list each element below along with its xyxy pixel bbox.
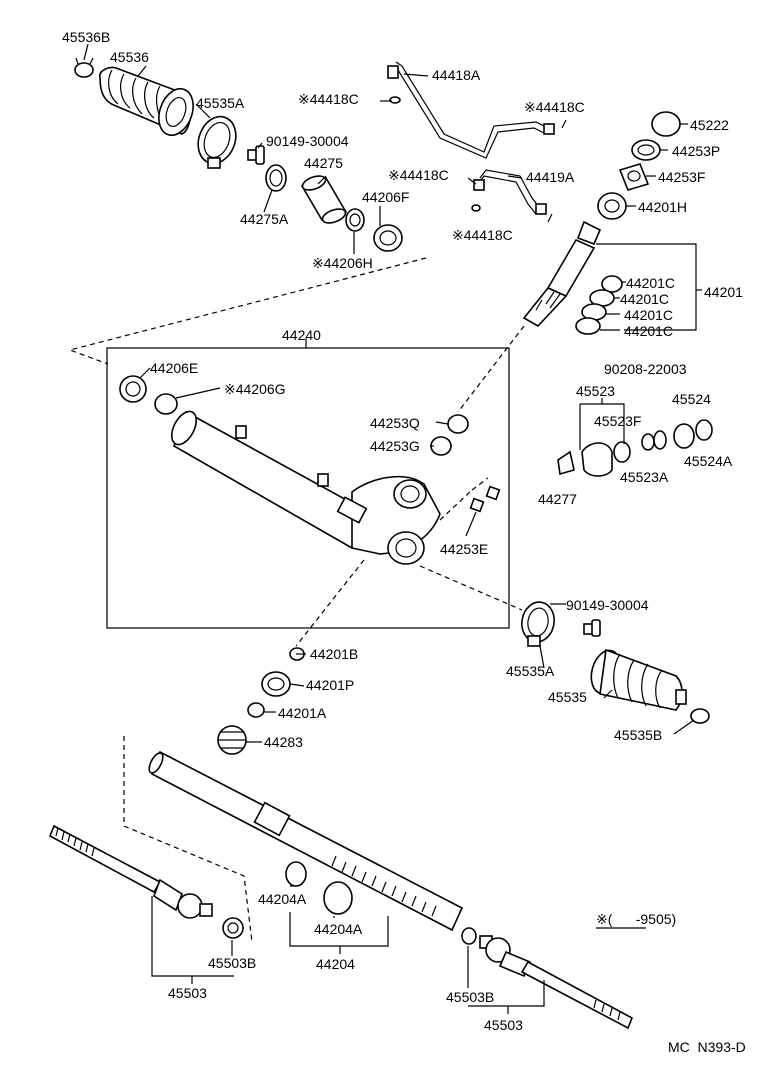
label-44418c-4: ※44418C	[452, 227, 513, 243]
rings-44201c-illustration	[575, 275, 623, 335]
seal-44253q-illustration	[447, 414, 469, 434]
boot-45536-illustration	[99, 66, 194, 137]
ring-44206h-illustration	[345, 208, 365, 232]
tube-44419a-illustration	[473, 169, 547, 215]
tie-rod-right-illustration	[461, 927, 634, 1030]
label-44201b: 44201B	[310, 646, 358, 662]
label-44253e: 44253E	[440, 541, 488, 557]
label-45524a: 45524A	[684, 453, 733, 469]
part-labels: 45536B 45536 45535A 44418A ※44418C ※4441…	[62, 29, 746, 1055]
label-44418a: 44418A	[432, 67, 481, 83]
label-44201: 44201	[704, 284, 743, 300]
label-45535: 45535	[548, 689, 587, 705]
tube-44418a-illustration	[387, 61, 555, 159]
label-44201c-1: 44201C	[626, 275, 675, 291]
leader-lines	[83, 43, 695, 988]
valve-parts-45523-illustration	[557, 419, 713, 477]
band-clamp-45535a-mid-illustration	[521, 601, 555, 647]
nut-45503b-right-illustration	[461, 927, 477, 945]
label-44204a-2: 44204A	[314, 921, 363, 937]
ring-44204a-2-illustration	[323, 881, 353, 915]
label-applicability-note: ※( -9505)	[596, 911, 676, 927]
label-44206g: ※44206G	[224, 381, 286, 397]
boot-45535-illustration	[590, 648, 687, 711]
ring-44206g-illustration	[154, 393, 178, 415]
label-44418c-3: ※44418C	[388, 167, 449, 183]
bolt-90149-mid-illustration	[583, 619, 601, 637]
label-44204: 44204	[316, 956, 355, 972]
label-45535a-top: 45535A	[196, 95, 245, 111]
label-90149-mid: 90149-30004	[566, 597, 649, 613]
label-44206e: 44206E	[150, 360, 198, 376]
clamp-45536b-illustration	[74, 57, 94, 78]
ring-44204a-1-illustration	[285, 861, 307, 887]
rack-bar-illustration	[148, 750, 464, 932]
tie-rod-left-illustration	[48, 824, 213, 919]
label-44253f: 44253F	[658, 169, 705, 185]
label-45523: 45523	[576, 383, 615, 399]
bracket-lines	[151, 243, 702, 1014]
label-44201a: 44201A	[278, 705, 327, 721]
label-44206f: 44206F	[362, 189, 409, 205]
band-clamp-45535a-top-illustration	[197, 115, 237, 169]
label-90149-top: 90149-30004	[266, 133, 349, 149]
label-44283: 44283	[264, 734, 303, 750]
label-44206h: ※44206H	[312, 255, 373, 271]
label-44253g: 44253G	[370, 438, 420, 454]
label-44253p: 44253P	[672, 143, 720, 159]
label-44201c-4: 44201C	[624, 323, 673, 339]
label-44275a: 44275A	[240, 211, 289, 227]
label-45503-left: 45503	[168, 985, 207, 1001]
label-45535a-mid: 45535A	[506, 663, 555, 679]
nut-44253f-illustration	[618, 163, 650, 191]
label-45536b: 45536B	[62, 29, 110, 45]
label-44201p: 44201P	[306, 677, 354, 693]
label-44419a: 44419A	[526, 169, 575, 185]
housing-44240-frame	[106, 347, 510, 629]
seal-44253p-illustration	[631, 139, 661, 161]
label-44201h: 44201H	[638, 199, 687, 215]
label-44418c-1: ※44418C	[298, 91, 359, 107]
label-44418c-2: ※44418C	[524, 99, 585, 115]
pinion-shaft-44201-illustration	[522, 220, 602, 328]
bearing-44206f-illustration	[373, 224, 403, 252]
nut-45503b-left-illustration	[222, 917, 244, 939]
label-45503b-left: 45503B	[208, 955, 256, 971]
label-diagram-code: MC N393-D	[668, 1039, 746, 1055]
label-45222: 45222	[690, 117, 729, 133]
boot-44283-illustration	[217, 725, 247, 755]
rack-housing-illustration	[170, 410, 441, 565]
cap-45222-illustration	[651, 111, 681, 137]
label-44240: 44240	[282, 327, 321, 343]
ring-44275a-illustration	[265, 164, 287, 192]
bearing-44201p-illustration	[261, 671, 291, 697]
fittings-44253e-illustration	[469, 485, 501, 513]
label-44201c-2: 44201C	[620, 291, 669, 307]
label-45523a: 45523A	[620, 469, 669, 485]
oring-44418c-4-illustration	[547, 213, 553, 223]
label-45535b: 45535B	[614, 727, 662, 743]
label-45503-right: 45503	[484, 1017, 523, 1033]
seal-44206e-illustration	[119, 375, 147, 403]
label-44275: 44275	[304, 155, 343, 171]
sleeve-44275-illustration	[300, 175, 348, 224]
nut-44201a-illustration	[247, 702, 265, 718]
label-44277: 44277	[538, 491, 577, 507]
label-90208-22003: 90208-22003	[604, 361, 687, 377]
clamp-45535b-illustration	[690, 708, 710, 724]
dashed-lines	[67, 257, 525, 943]
label-45503b-right: 45503B	[446, 989, 494, 1005]
label-45536: 45536	[110, 49, 149, 65]
label-45523f: 45523F	[594, 413, 641, 429]
oring-44418c-2-illustration	[561, 119, 567, 129]
oring-44418c-1-illustration	[389, 96, 401, 104]
label-45524: 45524	[672, 391, 711, 407]
label-44201c-3: 44201C	[624, 307, 673, 323]
bearing-44201h-illustration	[597, 192, 627, 220]
label-44204a-1: 44204A	[258, 891, 307, 907]
label-44253q: 44253Q	[370, 415, 420, 431]
bolt-90149-top-illustration	[247, 145, 265, 165]
oring-44418c-3-illustration	[471, 204, 481, 212]
